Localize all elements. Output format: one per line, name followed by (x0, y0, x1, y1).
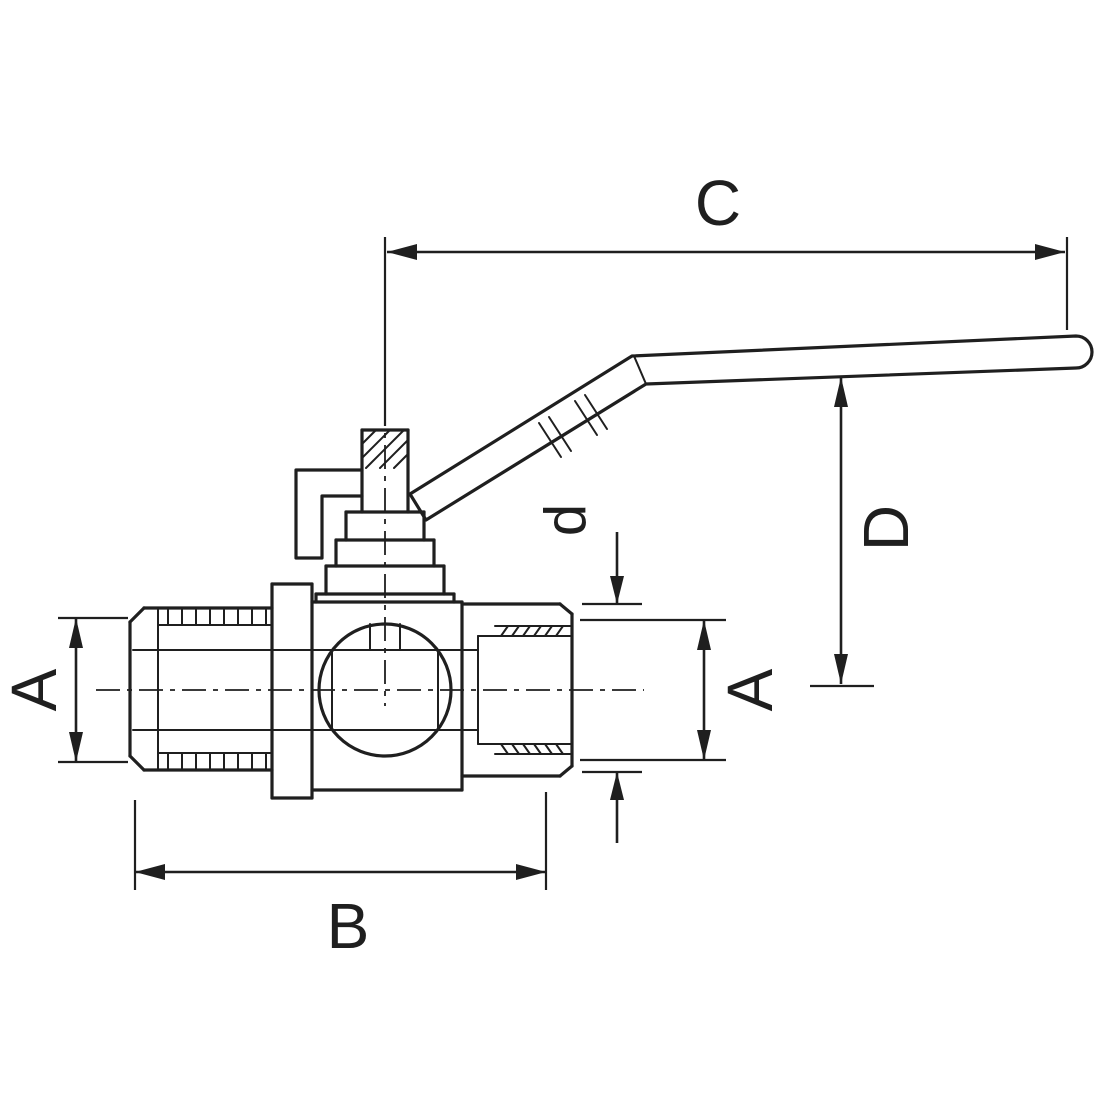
male-threaded-port (128, 606, 333, 772)
stem-and-gland (314, 428, 456, 604)
dimension-c (383, 237, 1069, 426)
dimension-d-cap (810, 377, 874, 688)
label-dim-a-left: A (0, 668, 70, 711)
dimension-a-right (580, 618, 726, 762)
ball (317, 622, 453, 758)
label-dim-b: B (327, 890, 370, 962)
label-dim-d-small: d (534, 504, 599, 536)
dimension-a-left (58, 616, 128, 764)
label-dim-c: C (695, 167, 741, 239)
label-dim-a-right: A (714, 668, 786, 711)
female-port-nut (437, 602, 574, 778)
dimension-d-small (582, 532, 642, 843)
label-dim-d-cap: D (850, 505, 922, 551)
dimension-b (133, 792, 548, 890)
valve-body (128, 428, 574, 800)
lever-handle (294, 334, 1094, 560)
body-flange (270, 582, 314, 800)
ball-chamber (310, 600, 464, 792)
centerlines (96, 402, 644, 706)
